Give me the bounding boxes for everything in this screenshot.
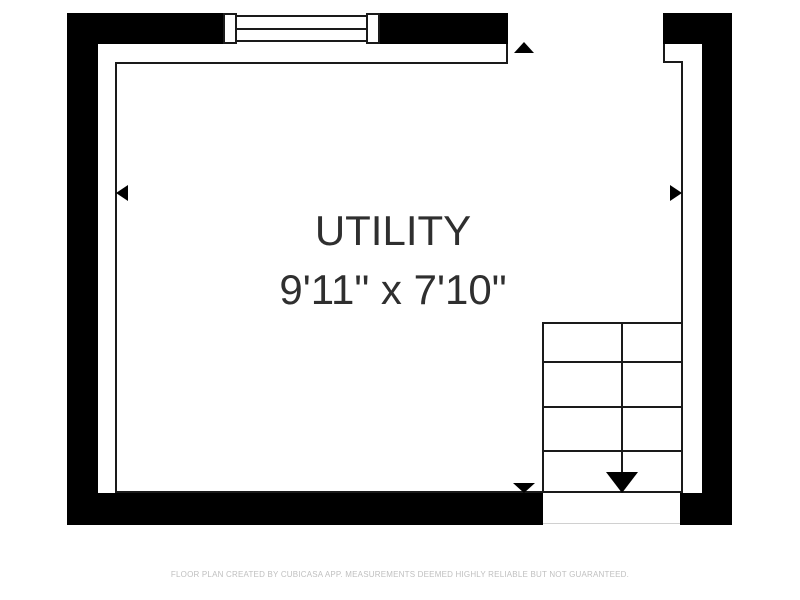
wall-top-right-segment [663, 13, 732, 44]
window-pane [235, 15, 368, 42]
room-boundary-step-line [663, 61, 683, 63]
stairs-down-arrow-icon [606, 472, 638, 493]
room-label-block: UTILITY 9'11" x 7'10" [100, 201, 686, 319]
stair-tread-line-1 [542, 361, 683, 363]
stairwell-opening-bottom-line [543, 523, 680, 524]
left-wall-arrow-icon [116, 185, 128, 201]
wall-bottom [67, 493, 543, 525]
room-name: UTILITY [314, 207, 472, 254]
wall-bottom-right-corner [680, 493, 732, 525]
footer-disclaimer: FLOOR PLAN CREATED BY CUBICASA APP. MEAS… [170, 570, 630, 579]
bottom-wall-arrow-icon [513, 483, 535, 493]
wall-left [67, 13, 98, 525]
room-boundary-left [115, 62, 117, 493]
right-wall-arrow-icon [670, 185, 682, 201]
room-boundary-right [681, 61, 683, 493]
room-boundary-bottom [115, 491, 544, 493]
stair-tread-line-3 [542, 450, 683, 452]
window-jamb-right [366, 13, 380, 44]
stair-tread-line-2 [542, 406, 683, 408]
room-boundary-top [115, 62, 508, 64]
window-glass-line [237, 28, 366, 30]
door-arrow-up-icon [514, 42, 534, 53]
stair-divider-line [621, 322, 623, 474]
door-jamb-right-line [663, 44, 665, 63]
room-dimensions: 9'11" x 7'10" [279, 266, 507, 313]
wall-right [702, 44, 732, 493]
wall-top-mid-segment [380, 13, 508, 44]
door-jamb-left-line [506, 44, 508, 64]
